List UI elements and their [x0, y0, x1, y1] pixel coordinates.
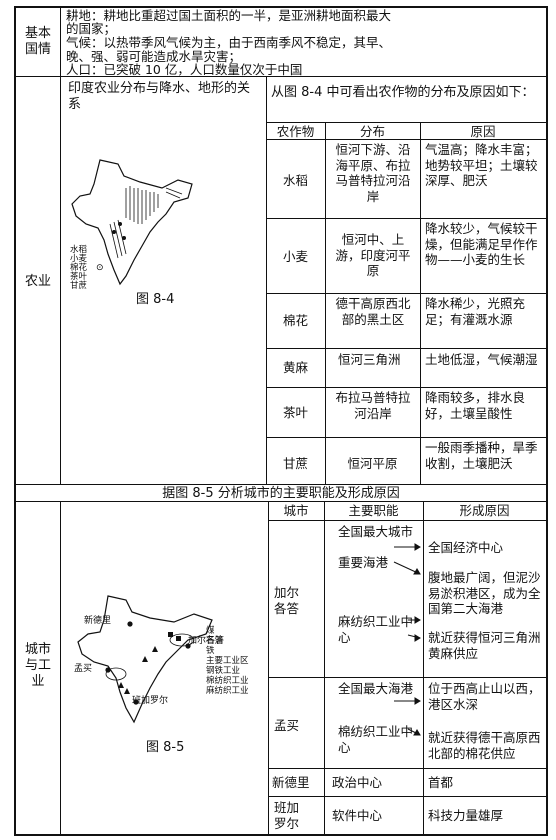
- india-crop-map: ⊙ 水稻 小麦 棉花 茶叶 甘蔗: [70, 158, 195, 291]
- crop-reason: 降水稀少，光照充足；有灌溉水源: [425, 296, 526, 327]
- crop-name: 黄麻: [282, 360, 308, 375]
- mumbai-reason-2: 就近获得德干高原西北部的棉花供应: [428, 730, 541, 761]
- city-label: 城市 与工 业: [24, 642, 51, 689]
- industry-map-legend: 煤 石油 铁 主要工业区 钢铁工业 棉纺织工业 麻纺织工业: [206, 626, 249, 696]
- crop-distribution: 德干高原西北部的黑土区: [335, 296, 411, 327]
- col-header-distribution: 分布: [359, 124, 385, 139]
- crop-distribution: 恒河平原: [347, 456, 398, 471]
- crop-name: 茶叶: [282, 405, 308, 420]
- agri-label: 农业: [24, 274, 51, 289]
- legend-item: 甘蔗: [70, 281, 88, 291]
- crop-reason: 气温高；降水丰富；地势较平坦；土壤较深厚、肥沃: [425, 142, 538, 188]
- svg-text:⊙: ⊙: [96, 263, 104, 273]
- basic-line: 人口：已突破 10 亿，人口数量仅次于中国: [66, 62, 303, 77]
- map-label-bangalore: 班加罗尔: [132, 696, 169, 706]
- crop-name: 水稻: [282, 173, 308, 188]
- crop-name: 甘蔗: [282, 456, 308, 471]
- city-name-bangalore: 班加 罗尔: [274, 800, 300, 831]
- legend-item: 茶叶: [70, 272, 88, 282]
- bangalore-reason: 科技力量雄厚: [428, 808, 504, 823]
- city-name-mumbai: 孟买: [274, 718, 300, 733]
- kolkata-reason-1: 全国经济中心: [428, 540, 504, 555]
- mumbai-function-1: 全国最大海港: [338, 681, 414, 696]
- kolkata-reason-3: 就近获得恒河三角洲黄麻供应: [428, 630, 541, 661]
- crop-name: 小麦: [282, 249, 308, 264]
- basic-line: 耕地：耕地比重超过国土面积的一半，是亚洲耕地面积最大: [66, 8, 392, 23]
- col-header-crop: 农作物: [276, 124, 315, 139]
- legend-item: 水稻: [70, 245, 88, 255]
- legend-item: 煤: [206, 626, 215, 636]
- basic-line: 气候：以热带季风气候为主，由于西南季风不稳定，其早、: [66, 35, 392, 50]
- new-delhi-function: 政治中心: [332, 775, 383, 790]
- legend-item: 主要工业区: [206, 656, 249, 666]
- crop-reason: 土地低湿，气候潮湿: [425, 352, 538, 367]
- col-header-cause: 形成原因: [459, 503, 510, 518]
- crop-reason: 降水较少，气候较干燥，但能满足早作作物——小麦的生长: [425, 221, 538, 267]
- basic-line: 的国家；: [66, 21, 117, 36]
- legend-item: 小麦: [70, 254, 88, 264]
- legend-item: 麻纺织工业: [206, 686, 249, 696]
- crop-distribution: 恒河中、上游，印度河平原: [335, 232, 411, 278]
- col-header-reason: 原因: [470, 124, 496, 139]
- mumbai-arrows: [394, 697, 421, 736]
- crop-distribution: 布拉马普特拉河沿岸: [335, 390, 411, 421]
- crop-name: 棉花: [282, 313, 308, 328]
- map-label-mumbai: 孟买: [74, 664, 93, 674]
- col-header-city: 城市: [283, 503, 309, 518]
- kolkata-function-1: 全国最大城市: [338, 524, 414, 539]
- india-industry-map: 新德里 加尔各答 孟买 班加罗尔 煤 石油 铁 主要工业区 钢铁工业 棉纺织工业…: [72, 590, 260, 730]
- new-delhi-reason: 首都: [428, 775, 454, 790]
- basic-label: 基本 国情: [24, 26, 51, 57]
- map-label-kolkata: 加尔各答: [188, 636, 225, 646]
- kolkata-function-2: 重要海港: [338, 555, 389, 570]
- crop-reason: 一般雨季播种，旱季收割，土壤肥沃: [425, 440, 538, 471]
- map-label-new-delhi: 新德里: [84, 616, 112, 626]
- legend-item: 铁: [206, 646, 215, 656]
- legend-item: 钢铁工业: [206, 666, 241, 676]
- mumbai-function-2: 棉纺织工业中心: [338, 724, 414, 755]
- crop-distribution: 恒河下游、沿海平原、布拉马普特拉河沿岸: [335, 142, 411, 204]
- crop-reason: 降雨较多，排水良好，土壤呈酸性: [425, 390, 526, 421]
- legend-item: 棉花: [70, 263, 88, 273]
- city-name-new-delhi: 新德里: [272, 775, 310, 790]
- figure-8-5: 图 8-5: [146, 740, 185, 755]
- legend-item: 石油: [206, 636, 224, 646]
- col-header-function: 主要职能: [348, 503, 399, 518]
- agri-map-legend: 水稻 小麦 棉花 茶叶 甘蔗: [70, 246, 87, 291]
- city-name-kolkata: 加尔 各答: [274, 585, 300, 616]
- basic-line: 晚、强、弱可能造成水旱灾害；: [66, 49, 242, 64]
- agri-intro: 从图 8-4 中可看出农作物的分布及原因如下：: [271, 85, 535, 100]
- bangalore-function: 软件中心: [332, 808, 383, 823]
- kolkata-function-3: 麻纺织工业中心: [338, 614, 414, 645]
- figure-8-4: 图 8-4: [136, 292, 175, 307]
- agri-map-caption: 印度农业分布与降水、地形的关系: [68, 81, 251, 112]
- legend-item: 棉纺织工业: [206, 676, 249, 686]
- kolkata-reason-2: 腹地最广阔，但泥沙易淤积港区，成为全国第二大海港: [428, 570, 541, 616]
- crop-distribution: 恒河三角洲: [338, 352, 401, 367]
- kolkata-arrows: [393, 543, 421, 642]
- city-banner: 据图 8-5 分析城市的主要职能及形成原因: [162, 486, 400, 501]
- mumbai-reason-1: 位于西高止山以西，港区水深: [428, 681, 541, 712]
